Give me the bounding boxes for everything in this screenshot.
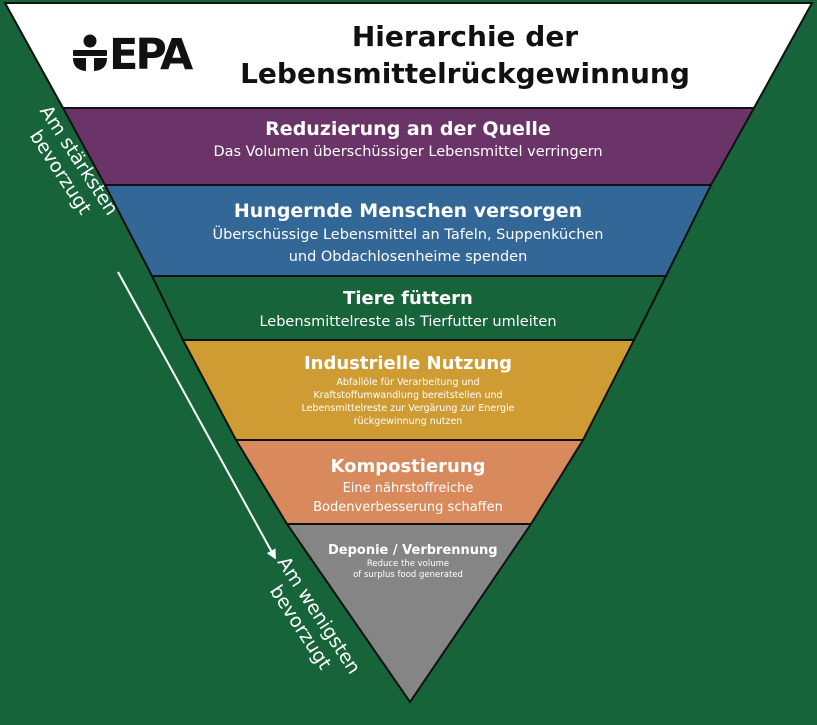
level-description-line: Abfallöle für Verarbeitung und [336, 377, 480, 388]
level-description-line: Reduce the volume [366, 559, 450, 569]
level-description-line: Eine nährstoffreiche [342, 481, 474, 496]
level-description-line: und Obdachlosenheime spenden [288, 249, 528, 265]
level-heading: Tiere füttern [343, 288, 473, 309]
epa-logo-text: EPA [109, 30, 193, 80]
level-heading: Deponie / Verbrennung [328, 543, 498, 558]
level-industrial-uses: Industrielle Nutzung Abfallöle für Verar… [258, 352, 558, 428]
level-heading: Hungernde Menschen versorgen [233, 200, 583, 222]
level-landfill: Deponie / Verbrennung Reduce the volume … [328, 542, 498, 581]
level-feed-people: Hungernde Menschen versorgen Überschüssi… [158, 199, 658, 268]
level-description-line: Lebensmittelreste zur Vergärung zur Ener… [301, 403, 515, 414]
level-heading: Reduzierung an der Quelle [265, 118, 551, 140]
level-source-reduction: Reduzierung an der Quelle Das Volumen üb… [158, 117, 658, 163]
level-description: Lebensmittelreste als Tierfutter umleite… [259, 314, 557, 330]
level-feed-animals: Tiere füttern Lebensmittelreste als Tier… [208, 287, 608, 333]
band-landfill [285, 523, 533, 704]
title-line-2: Lebensmittelrückgewinnung [240, 57, 690, 90]
preference-arrow [117, 271, 276, 560]
level-heading: Industrielle Nutzung [303, 353, 513, 374]
level-description-line: Kraftstoffumwandlung bereitstellen und [313, 390, 503, 401]
level-description: Das Volumen überschüssiger Lebensmittel … [213, 144, 603, 160]
title-line-1: Hierarchie der [351, 20, 579, 53]
level-description-line: Überschüssige Lebensmittel an Tafeln, Su… [212, 227, 604, 243]
level-description-line: of surplus food generated [353, 570, 463, 580]
epa-flower-icon [73, 34, 107, 71]
page-title: Hierarchie der Lebensmittelrückgewinnung [200, 18, 730, 92]
level-description-line: Bodenverbesserung schaffen [313, 500, 503, 515]
level-heading: Kompostierung [330, 456, 486, 477]
level-composting: Kompostierung Eine nährstoffreiche Boden… [308, 455, 508, 517]
level-description-line: rückgewinnung nutzen [353, 416, 463, 427]
